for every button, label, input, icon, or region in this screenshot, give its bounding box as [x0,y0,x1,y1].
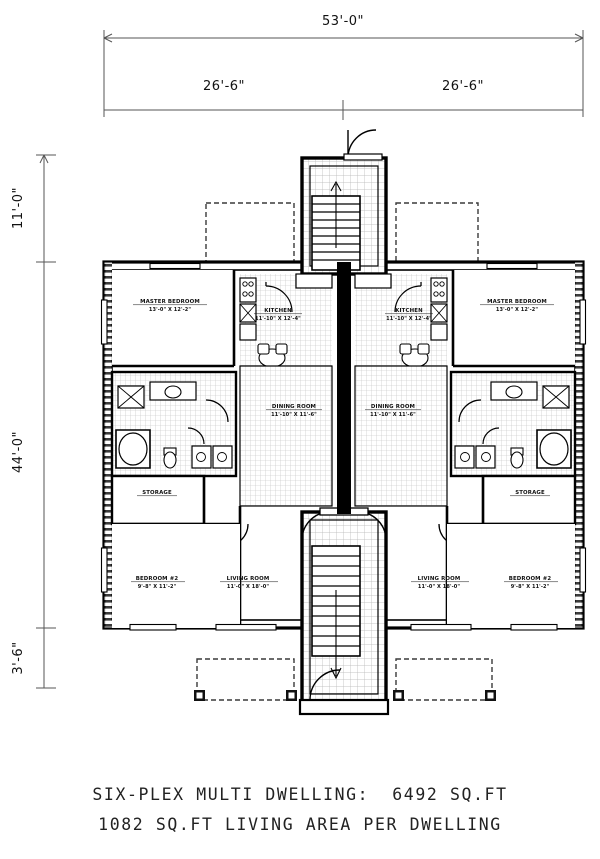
right-dining-room-dim: 11'-10" X 11'-6" [370,412,416,418]
lower-left-porch [196,658,295,701]
right-storage-name: STORAGE [515,490,545,496]
left-kitchen-dim: 11'-10" X 12'-4" [255,316,301,322]
left-storage-name: STORAGE [142,490,172,496]
left-kitchen-name: KITCHEN [264,308,292,314]
right-storage [481,474,577,526]
lower-right-porch [395,658,493,701]
overall-width-label: 53'-0" [322,14,364,29]
right-dining-room-name: DINING ROOM [371,404,415,410]
right-living-room-dim: 11'-0" X 18'-0" [418,584,460,590]
right-bedroom-two-dim: 9'-8" X 11'-2" [511,584,550,590]
right-half-width-label: 26'-6" [442,79,484,94]
caption-line-1: SIX-PLEX MULTI DWELLING: 6492 SQ.FT [92,785,508,804]
caption-line-2: 1082 SQ.FT LIVING AREA PER DWELLING [98,815,502,834]
left-bedroom-two-name: BEDROOM #2 [136,576,179,582]
right-room-labels: MASTER BEDROOM 13'-0" X 12'-2" KITCHEN 1… [365,299,558,590]
right-bedroom-two-name: BEDROOM #2 [509,576,552,582]
bottom-depth-label: 3'-6" [11,641,26,674]
left-living-room-name: LIVING ROOM [227,576,270,582]
right-dwelling-unit [354,262,587,631]
drawing-caption: SIX-PLEX MULTI DWELLING: 6492 SQ.FT 1082… [0,780,600,840]
right-kitchen-name: KITCHEN [395,308,423,314]
upper-stair-core [300,129,388,276]
left-living-room [204,524,240,628]
upper-left-overhang [205,202,295,267]
right-master-bedroom-dim: 13'-0" X 12'-2" [496,307,538,313]
right-master-bedroom [451,262,575,368]
left-dining-furniture [257,343,288,368]
left-master-bedroom-name: MASTER BEDROOM [140,299,200,305]
left-bathroom [110,370,238,478]
right-living-room [447,524,483,628]
left-master-bedroom [112,262,236,368]
porch-columns [194,690,496,701]
upper-right-overhang [395,202,479,267]
upper-stair-direction-arrow [330,180,342,248]
right-bedroom-two [483,524,575,628]
right-bathroom [449,370,577,478]
left-living-room-dim: 11'-0" X 18'-0" [227,584,269,590]
right-dining-room [354,365,448,507]
main-depth-label: 44'-0" [11,431,26,473]
top-dimension-group [103,30,584,120]
right-living-room-name: LIVING ROOM [418,576,461,582]
left-room-labels: MASTER BEDROOM 13'-0" X 12'-2" KITCHEN 1… [131,299,322,590]
right-kitchen [354,273,448,368]
left-dimension-group [36,154,56,689]
left-storage [110,474,206,526]
left-half-width-label: 26'-6" [203,79,245,94]
top-depth-label: 11'-0" [11,187,26,229]
party-wall [337,262,351,514]
right-kitchen-dim: 11'-10" X 12'-4" [386,316,432,322]
left-dining-room [239,365,333,507]
left-bedroom-two [112,524,204,628]
right-dining-furniture [399,343,430,368]
left-master-bedroom-dim: 13'-0" X 12'-2" [149,307,191,313]
left-dining-room-dim: 11'-10" X 11'-6" [271,412,317,418]
left-dining-room-name: DINING ROOM [272,404,316,410]
lower-stair-core [298,507,390,716]
left-dwelling-unit [100,262,333,631]
left-kitchen [239,273,333,368]
left-bedroom-two-dim: 9'-8" X 11'-2" [138,584,177,590]
right-master-bedroom-name: MASTER BEDROOM [487,299,547,305]
